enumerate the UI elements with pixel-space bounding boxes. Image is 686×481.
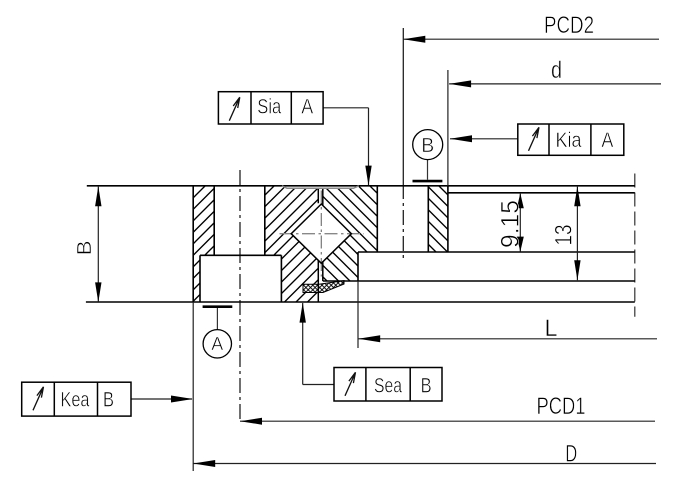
svg-text:Kea: Kea [61,388,90,411]
svg-text:9.15: 9.15 [497,200,525,248]
svg-text:B: B [74,240,96,255]
svg-text:A: A [601,129,613,152]
svg-text:Kia: Kia [556,129,582,152]
svg-text:13: 13 [551,225,578,246]
svg-text:D: D [565,441,577,468]
svg-text:Sia: Sia [257,95,281,118]
svg-text:A: A [211,334,223,354]
svg-text:A: A [301,95,313,118]
svg-text:L: L [545,315,558,342]
svg-text:PCD2: PCD2 [544,12,594,39]
svg-text:Sea: Sea [374,374,402,397]
svg-text:PCD1: PCD1 [537,393,586,420]
svg-text:B: B [421,374,432,397]
svg-text:B: B [421,135,434,157]
svg-text:B: B [103,388,114,411]
svg-text:d: d [551,57,562,84]
